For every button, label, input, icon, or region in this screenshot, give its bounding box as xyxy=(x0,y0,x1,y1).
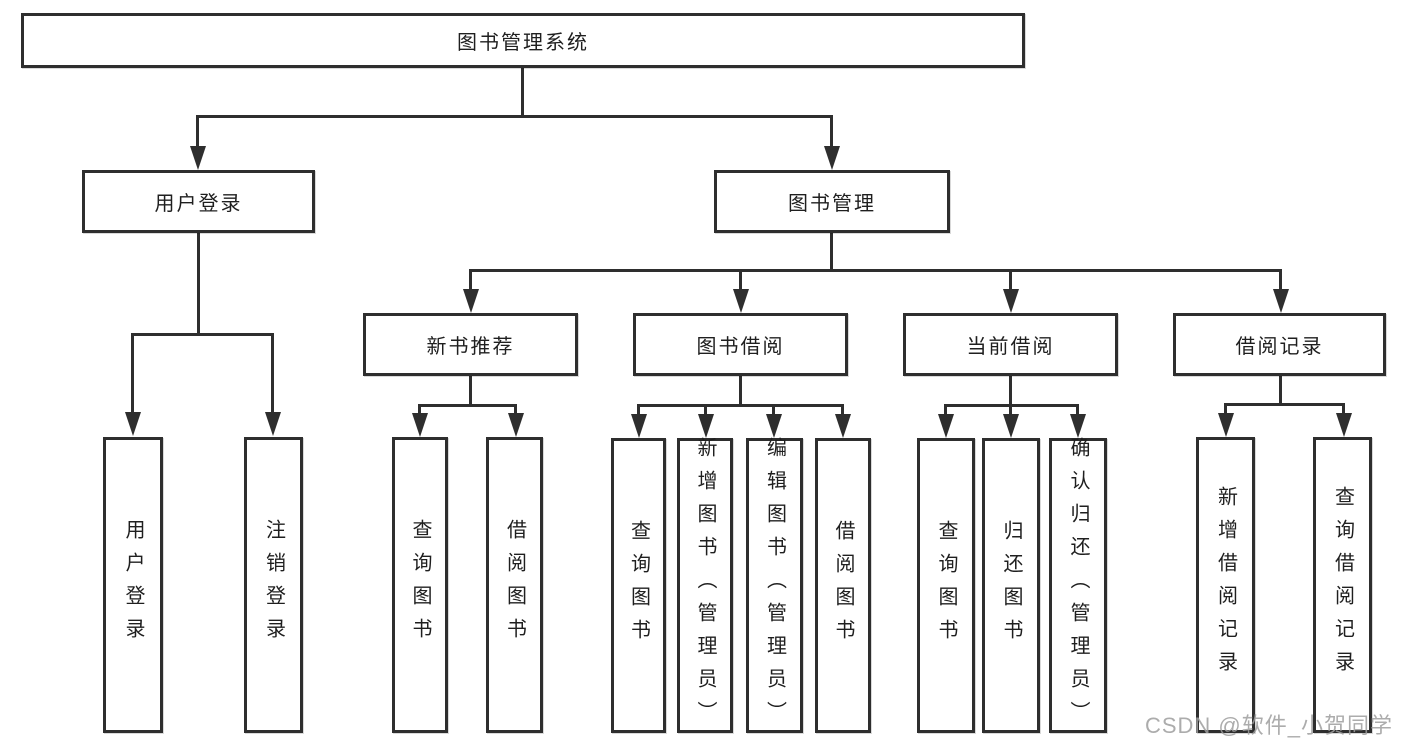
arrowhead-down xyxy=(125,412,141,436)
user-login-node: 用户登录 xyxy=(82,170,315,233)
new-book-recommend-label: 新书推荐 xyxy=(426,336,515,358)
leaf-borrow-book-1-label: 借阅图书 xyxy=(503,519,526,651)
leaf-borrow-book-2-label: 借阅图书 xyxy=(832,519,854,652)
arrowhead-down xyxy=(265,412,281,436)
connector-line xyxy=(521,68,524,117)
connector-line xyxy=(1009,404,1012,415)
connector-line xyxy=(1224,403,1345,406)
connector-line xyxy=(1279,269,1282,291)
leaf-query-book-3: 查询图书 xyxy=(917,438,975,733)
root-node: 图书管理系统 xyxy=(21,13,1025,68)
leaf-add-book-admin: 新增图书（管理员） xyxy=(677,437,733,734)
leaf-logout: 注销登录 xyxy=(244,437,303,733)
book-borrow-label: 图书借阅 xyxy=(696,336,785,358)
arrowhead-down xyxy=(1003,414,1019,438)
leaf-return-book: 归还图书 xyxy=(982,438,1040,733)
arrowhead-down xyxy=(698,414,714,438)
connector-line xyxy=(196,115,833,118)
leaf-query-book-2: 查询图书 xyxy=(611,438,666,733)
arrowhead-down xyxy=(1218,413,1234,437)
arrowhead-down xyxy=(190,146,206,170)
leaf-query-book-3-label: 查询图书 xyxy=(935,519,957,652)
arrowhead-down xyxy=(835,414,851,438)
leaf-borrow-book-1: 借阅图书 xyxy=(486,437,543,733)
connector-line xyxy=(739,376,742,407)
arrowhead-down xyxy=(1336,413,1352,437)
user-login-node-label: 用户登录 xyxy=(154,193,243,215)
arrowhead-down xyxy=(824,146,840,170)
leaf-return-book-label: 归还图书 xyxy=(1000,519,1022,652)
connector-line xyxy=(418,404,421,415)
new-book-recommend-node: 新书推荐 xyxy=(363,313,578,376)
leaf-query-borrow-record: 查询借阅记录 xyxy=(1313,437,1372,733)
connector-line xyxy=(1009,269,1012,291)
connector-line xyxy=(469,269,1282,272)
connector-line xyxy=(1279,376,1282,406)
connector-line xyxy=(418,404,517,407)
csdn-watermark: CSDN @软件_小贺同学 xyxy=(1144,713,1393,738)
connector-line xyxy=(739,269,742,291)
leaf-confirm-return-admin-label: 确认归还（管理员） xyxy=(1067,437,1089,734)
leaf-confirm-return-admin: 确认归还（管理员） xyxy=(1049,437,1107,734)
arrowhead-down xyxy=(412,413,428,437)
arrowhead-down xyxy=(463,289,479,313)
connector-line xyxy=(1076,404,1079,415)
arrowhead-down xyxy=(631,414,647,438)
leaf-borrow-book-2: 借阅图书 xyxy=(815,438,871,733)
connector-line xyxy=(944,404,947,415)
arrowhead-down xyxy=(1070,414,1086,438)
connector-line xyxy=(196,115,199,148)
leaf-logout-label: 注销登录 xyxy=(262,519,285,651)
leaf-add-borrow-record-label: 新增借阅记录 xyxy=(1214,486,1237,684)
arrowhead-down xyxy=(938,414,954,438)
borrow-records-label: 借阅记录 xyxy=(1235,336,1324,358)
arrowhead-down xyxy=(1273,289,1289,313)
connector-line xyxy=(830,115,833,148)
current-borrow-label: 当前借阅 xyxy=(966,336,1055,358)
current-borrow-node: 当前借阅 xyxy=(903,313,1118,376)
book-borrow-node: 图书借阅 xyxy=(633,313,848,376)
leaf-user-login-label: 用户登录 xyxy=(122,519,144,651)
leaf-query-book-1-label: 查询图书 xyxy=(409,519,431,651)
arrowhead-down xyxy=(1003,289,1019,313)
arrowhead-down xyxy=(508,413,524,437)
leaf-query-borrow-record-label: 查询借阅记录 xyxy=(1331,486,1354,684)
leaf-edit-book-admin: 编辑图书（管理员） xyxy=(746,437,803,734)
connector-line xyxy=(841,404,844,415)
root-node-label: 图书管理系统 xyxy=(457,32,589,54)
connector-line xyxy=(469,376,472,407)
connector-line xyxy=(637,404,844,407)
connector-line xyxy=(131,333,134,413)
connector-line xyxy=(271,333,274,413)
leaf-user-login: 用户登录 xyxy=(103,437,163,733)
book-management-node-label: 图书管理 xyxy=(788,193,876,215)
connector-line xyxy=(637,404,640,415)
leaf-edit-book-admin-label: 编辑图书（管理员） xyxy=(763,437,786,734)
connector-line xyxy=(197,233,200,335)
borrow-records-node: 借阅记录 xyxy=(1173,313,1386,376)
leaf-add-book-admin-label: 新增图书（管理员） xyxy=(694,437,716,734)
connector-line xyxy=(1009,376,1012,407)
connector-line xyxy=(131,333,274,336)
connector-line xyxy=(772,404,775,415)
leaf-add-borrow-record: 新增借阅记录 xyxy=(1196,437,1255,733)
connector-line xyxy=(704,404,707,415)
connector-line xyxy=(469,269,472,291)
arrowhead-down xyxy=(733,289,749,313)
connector-line xyxy=(1342,403,1345,414)
connector-line xyxy=(514,404,517,415)
leaf-query-book-1: 查询图书 xyxy=(392,437,448,733)
book-management-node: 图书管理 xyxy=(714,170,950,233)
connector-line xyxy=(830,233,833,272)
connector-line xyxy=(1224,403,1227,414)
leaf-query-book-2-label: 查询图书 xyxy=(627,519,650,652)
arrowhead-down xyxy=(766,414,782,438)
